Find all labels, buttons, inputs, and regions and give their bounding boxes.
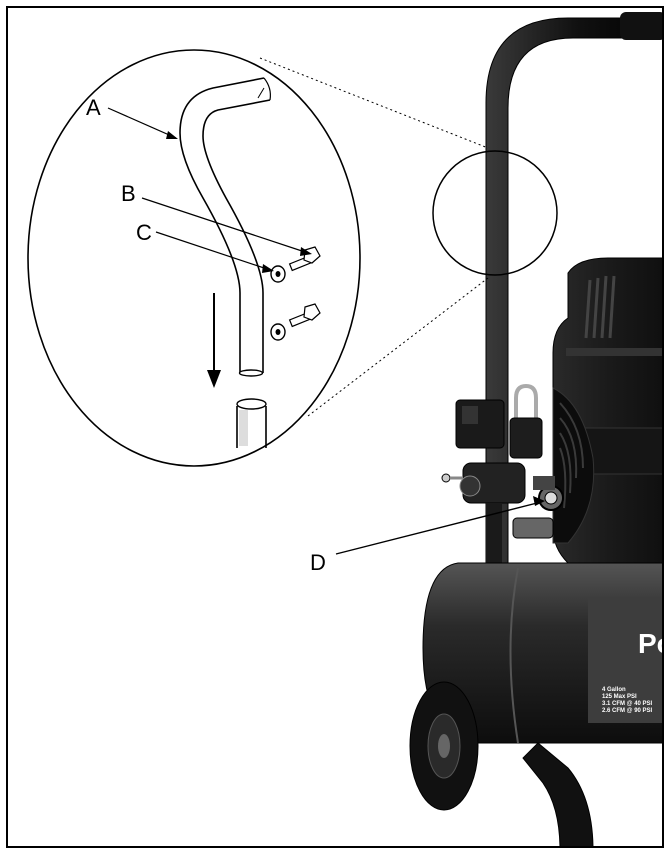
decal-line-3: 3.1 CFM @ 40 PSI [602,701,653,707]
callout-b: B [121,181,136,206]
compressor-handle-assembly-figure: Po 4 Gallon 125 Max PSI 3.1 CFM @ 40 PSI… [27,12,664,846]
tank-leg [522,742,594,846]
callout-c: C [136,220,152,245]
decal-line-4: 2.6 CFM @ 90 PSI [602,708,653,714]
fan-shroud [552,387,595,544]
safety-valve [514,383,538,418]
callout-a: A [86,95,101,120]
motor-vents [584,275,616,339]
handle-tube-upper [179,77,265,373]
decal-brand: Po [638,628,664,659]
tank-decal [588,598,662,723]
wheel [409,681,479,811]
callout-d: D [310,550,326,575]
decal-line-2: 125 Max PSI [602,694,637,700]
leader-line-a [107,107,177,139]
air-compressor: Po 4 Gallon 125 Max PSI 3.1 CFM @ 40 PSI… [409,12,664,846]
lower-bolt-and-washer [270,303,321,341]
zoom-line-top [259,57,489,149]
upper-bolt-and-washer [270,246,321,283]
insert-direction-arrow-icon [207,293,221,388]
leader-line-b [141,197,309,254]
detail-magnifier-circle [432,150,558,276]
compressor-handle [485,17,662,569]
leader-line-c [155,231,271,271]
figure-frame: Po 4 Gallon 125 Max PSI 3.1 CFM @ 40 PSI… [6,6,664,848]
detail-view: A B C [27,49,361,467]
leader-line-d [335,501,542,555]
handle-tube-lower [236,406,267,448]
handle-grip [620,12,662,40]
decal-line-1: 4 Gallon [602,687,626,693]
